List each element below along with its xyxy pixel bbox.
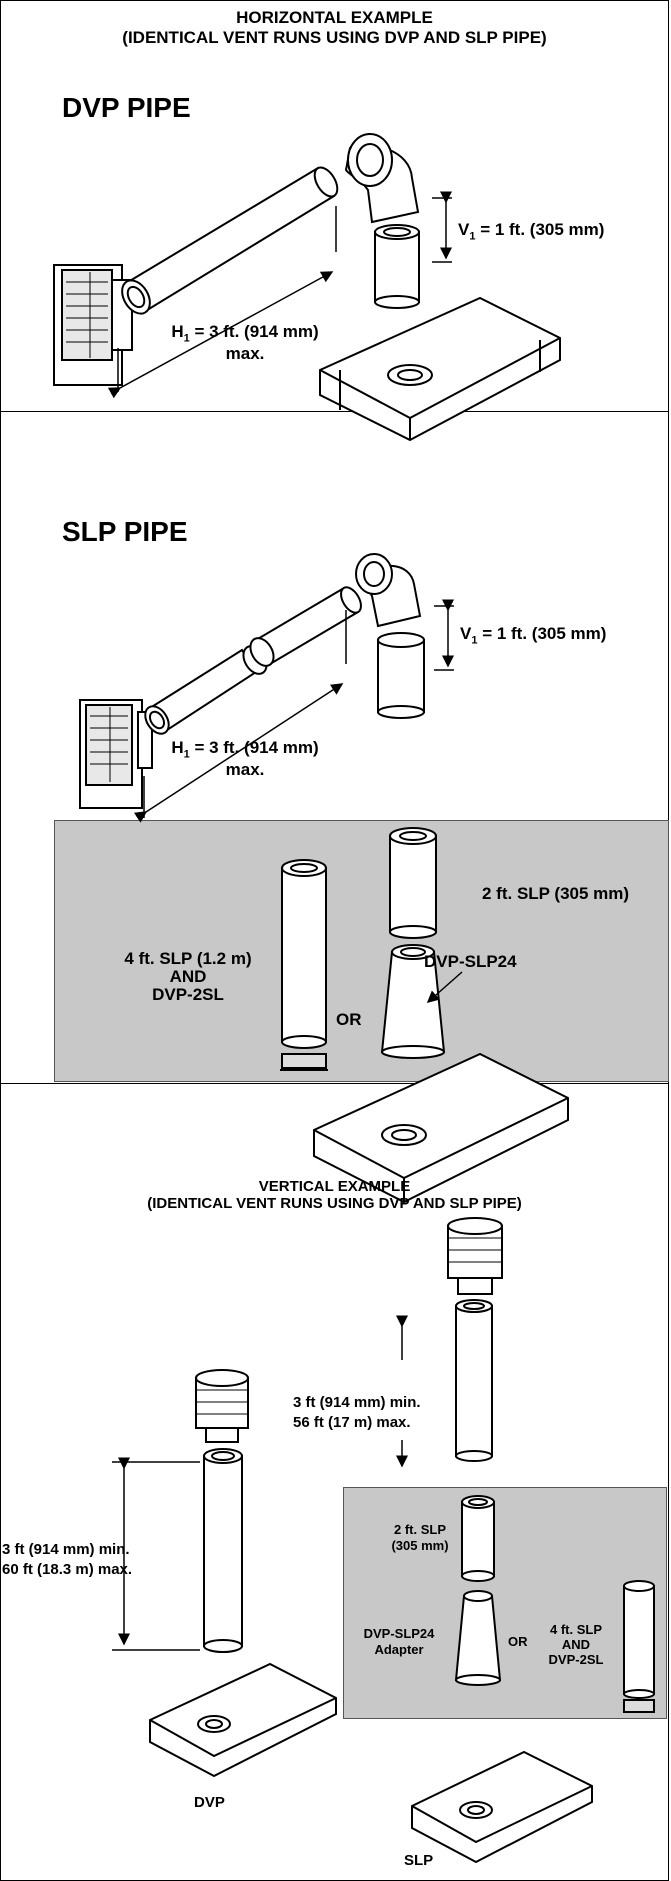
adapter-pointer	[426, 971, 463, 1003]
inset-4ft-label: 4 ft. SLP (1.2 m) AND DVP-2SL	[98, 950, 278, 1004]
vertical-dvp-firebox	[149, 1662, 337, 1778]
slp-caption: SLP	[404, 1852, 434, 1869]
inset-2ft-label: 2 ft. SLP (305 mm)	[482, 884, 630, 903]
slp-h1-symbol: H	[171, 738, 184, 757]
vinset-adapter	[454, 1590, 502, 1686]
dvp-termination-cap	[53, 264, 133, 386]
slp-vertical-inset	[343, 1487, 667, 1719]
vertical-dvp-cap	[195, 1369, 249, 1443]
slp-v1-symbol: V	[460, 624, 472, 643]
inset-or-label: OR	[336, 1010, 362, 1029]
slp-horizontal-inset	[54, 820, 669, 1082]
dvp-h1-subscript: 1	[183, 332, 190, 345]
slp-v1-value: = 1 ft. (305 mm)	[477, 624, 607, 643]
slp-h1-label: H1 = 3 ft. (914 mm) max.	[150, 738, 340, 780]
vertical-slp-cap	[447, 1217, 503, 1295]
vertical-title: VERTICAL EXAMPLE (IDENTICAL VENT RUNS US…	[0, 1178, 669, 1212]
slp-h1-max: max.	[225, 760, 265, 780]
inset-4ft-slp-pipe	[280, 859, 328, 1071]
vinset-adapter-label: DVP-SLP24 Adapter	[352, 1626, 446, 1658]
inset-adapter-label: DVP-SLP24	[424, 952, 517, 971]
dvp-v1-value: = 1 ft. (305 mm)	[475, 220, 605, 239]
slp-pipe-heading: SLP PIPE	[62, 516, 188, 547]
vinset-or-label: OR	[508, 1634, 528, 1649]
vinset-4ft-slp-pipe	[623, 1580, 655, 1713]
slp-h1-subscript: 1	[183, 748, 190, 761]
vinset-2ft-slp-pipe	[461, 1495, 495, 1582]
inset-dvp-slp24-adapter	[380, 944, 446, 1059]
vinset-2ft-line2: (305 mm)	[391, 1538, 449, 1553]
dvp-h1-value: = 3 ft. (914 mm)	[189, 322, 319, 341]
dvp-h1-max: max.	[225, 344, 265, 364]
vertical-dvp-pipe	[203, 1448, 243, 1653]
vinset-2ft-line1: 2 ft. SLP	[393, 1522, 446, 1537]
slp-dimension-lines	[133, 599, 454, 823]
slp-horizontal-pipes	[144, 586, 362, 735]
slp-vertical-range: 3 ft (914 mm) min. 56 ft (17 m) max.	[293, 1393, 421, 1433]
slp-v1-subscript: 1	[471, 634, 478, 647]
vinset-4ft-label: 4 ft. SLP AND DVP-2SL	[536, 1622, 616, 1667]
vertical-title-line1: VERTICAL EXAMPLE	[258, 1178, 411, 1195]
slp-firebox	[313, 1052, 569, 1204]
horizontal-title-line2: (IDENTICAL VENT RUNS USING DVP AND SLP P…	[122, 28, 547, 47]
dvp-pipe-heading: DVP PIPE	[62, 92, 191, 123]
vinset-adapter-line1: DVP-SLP24	[363, 1626, 435, 1641]
dvp-vertical-pipe-section	[374, 224, 420, 309]
vinset-4ft-line1: 4 ft. SLP	[549, 1622, 602, 1637]
vertical-slp-pipe	[455, 1299, 493, 1462]
slp-h1-value: = 3 ft. (914 mm)	[189, 738, 319, 757]
slp-termination-cap	[79, 699, 153, 809]
vinset-adapter-line2: Adapter	[374, 1642, 424, 1657]
dvp-dimension-lines	[107, 191, 452, 399]
slp-vertical-pipe-section	[377, 632, 425, 719]
vertical-dvp-dimension	[112, 1457, 200, 1651]
dvp-elbow	[344, 133, 420, 224]
dvp-caption: DVP	[194, 1794, 225, 1811]
dvp-horizontal-pipe	[121, 166, 339, 315]
vinset-4ft-line3: DVP-2SL	[548, 1652, 604, 1667]
inset-4ft-line3: DVP-2SL	[152, 985, 224, 1004]
slp-vertical-range-line2: 56 ft (17 m) max.	[293, 1414, 411, 1431]
dvp-h1-symbol: H	[171, 322, 184, 341]
dvp-v1-subscript: 1	[469, 230, 476, 243]
dvp-firebox	[319, 296, 561, 442]
horizontal-title: HORIZONTAL EXAMPLE (IDENTICAL VENT RUNS …	[0, 8, 669, 48]
dvp-v1-label: V1 = 1 ft. (305 mm)	[458, 220, 604, 242]
vertical-title-line2: (IDENTICAL VENT RUNS USING DVP AND SLP P…	[147, 1195, 522, 1212]
vertical-slp-firebox	[411, 1750, 593, 1864]
inset-4ft-line2: AND	[169, 967, 207, 986]
vinset-2ft-label: 2 ft. SLP (305 mm)	[382, 1522, 458, 1554]
dvp-vertical-range: 3 ft (914 mm) min. 60 ft (18.3 m) max.	[2, 1540, 132, 1580]
inset-2ft-slp-pipe	[389, 827, 437, 939]
dvp-vertical-range-line1: 3 ft (914 mm) min.	[2, 1541, 130, 1558]
horizontal-title-line1: HORIZONTAL EXAMPLE	[236, 8, 433, 27]
dvp-h1-label: H1 = 3 ft. (914 mm) max.	[150, 322, 340, 364]
dvp-vertical-range-line2: 60 ft (18.3 m) max.	[2, 1561, 133, 1578]
slp-v1-label: V1 = 1 ft. (305 mm)	[460, 624, 606, 646]
inset-4ft-line1: 4 ft. SLP (1.2 m)	[124, 949, 252, 968]
slp-vertical-range-line1: 3 ft (914 mm) min.	[293, 1394, 421, 1411]
slp-elbow	[355, 553, 422, 628]
vinset-4ft-line2: AND	[561, 1637, 591, 1652]
dvp-v1-symbol: V	[458, 220, 470, 239]
